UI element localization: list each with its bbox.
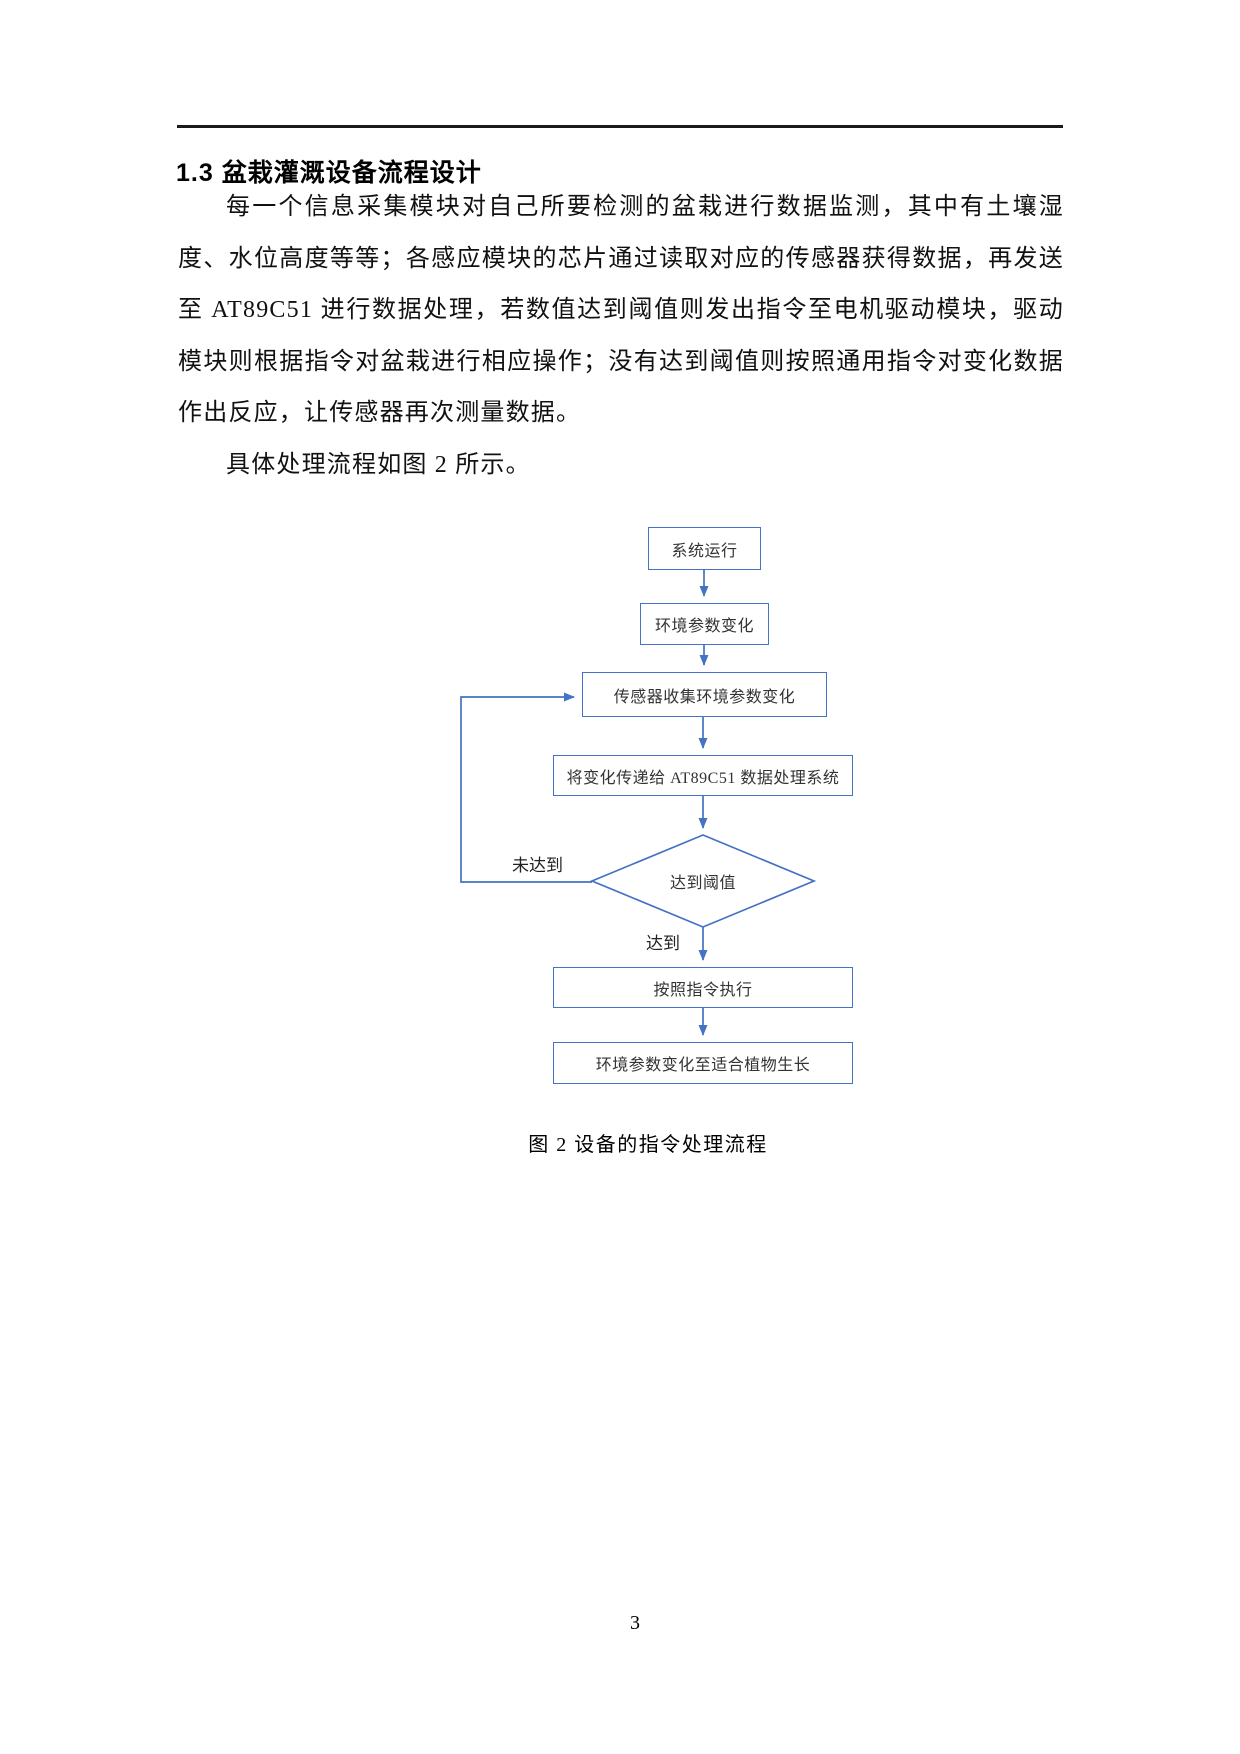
figure-caption: 图 2 设备的指令处理流程	[528, 1134, 768, 1156]
flow-node-env-suitable: 环境参数变化至适合植物生长	[553, 1042, 853, 1084]
header-rule	[177, 125, 1063, 128]
flow-node-env-param-change: 环境参数变化	[640, 603, 769, 645]
flow-node-threshold-decision: 达到阈值	[669, 875, 736, 892]
edge-label-not-reached: 未达到	[512, 856, 563, 875]
flow-node-transfer-to-chip: 将变化传递给 AT89C51 数据处理系统	[553, 755, 853, 796]
page-number: 3	[630, 1612, 640, 1634]
flow-node-start: 系统运行	[648, 527, 761, 570]
paragraph-1: 每一个信息采集模块对自己所要检测的盆栽进行数据监测，其中有土壤湿度、水位高度等等…	[178, 194, 1064, 426]
flow-node-execute-command: 按照指令执行	[553, 967, 853, 1008]
section-heading: 1.3 盆栽灌溉设备流程设计	[176, 159, 482, 187]
paragraph-2: 具体处理流程如图 2 所示。	[226, 451, 531, 478]
edge-label-reached: 达到	[646, 934, 680, 953]
flow-node-sensor-collect: 传感器收集环境参数变化	[582, 672, 827, 717]
body-text: 每一个信息采集模块对自己所要检测的盆栽进行数据监测，其中有土壤湿度、水位高度等等…	[178, 182, 1064, 491]
